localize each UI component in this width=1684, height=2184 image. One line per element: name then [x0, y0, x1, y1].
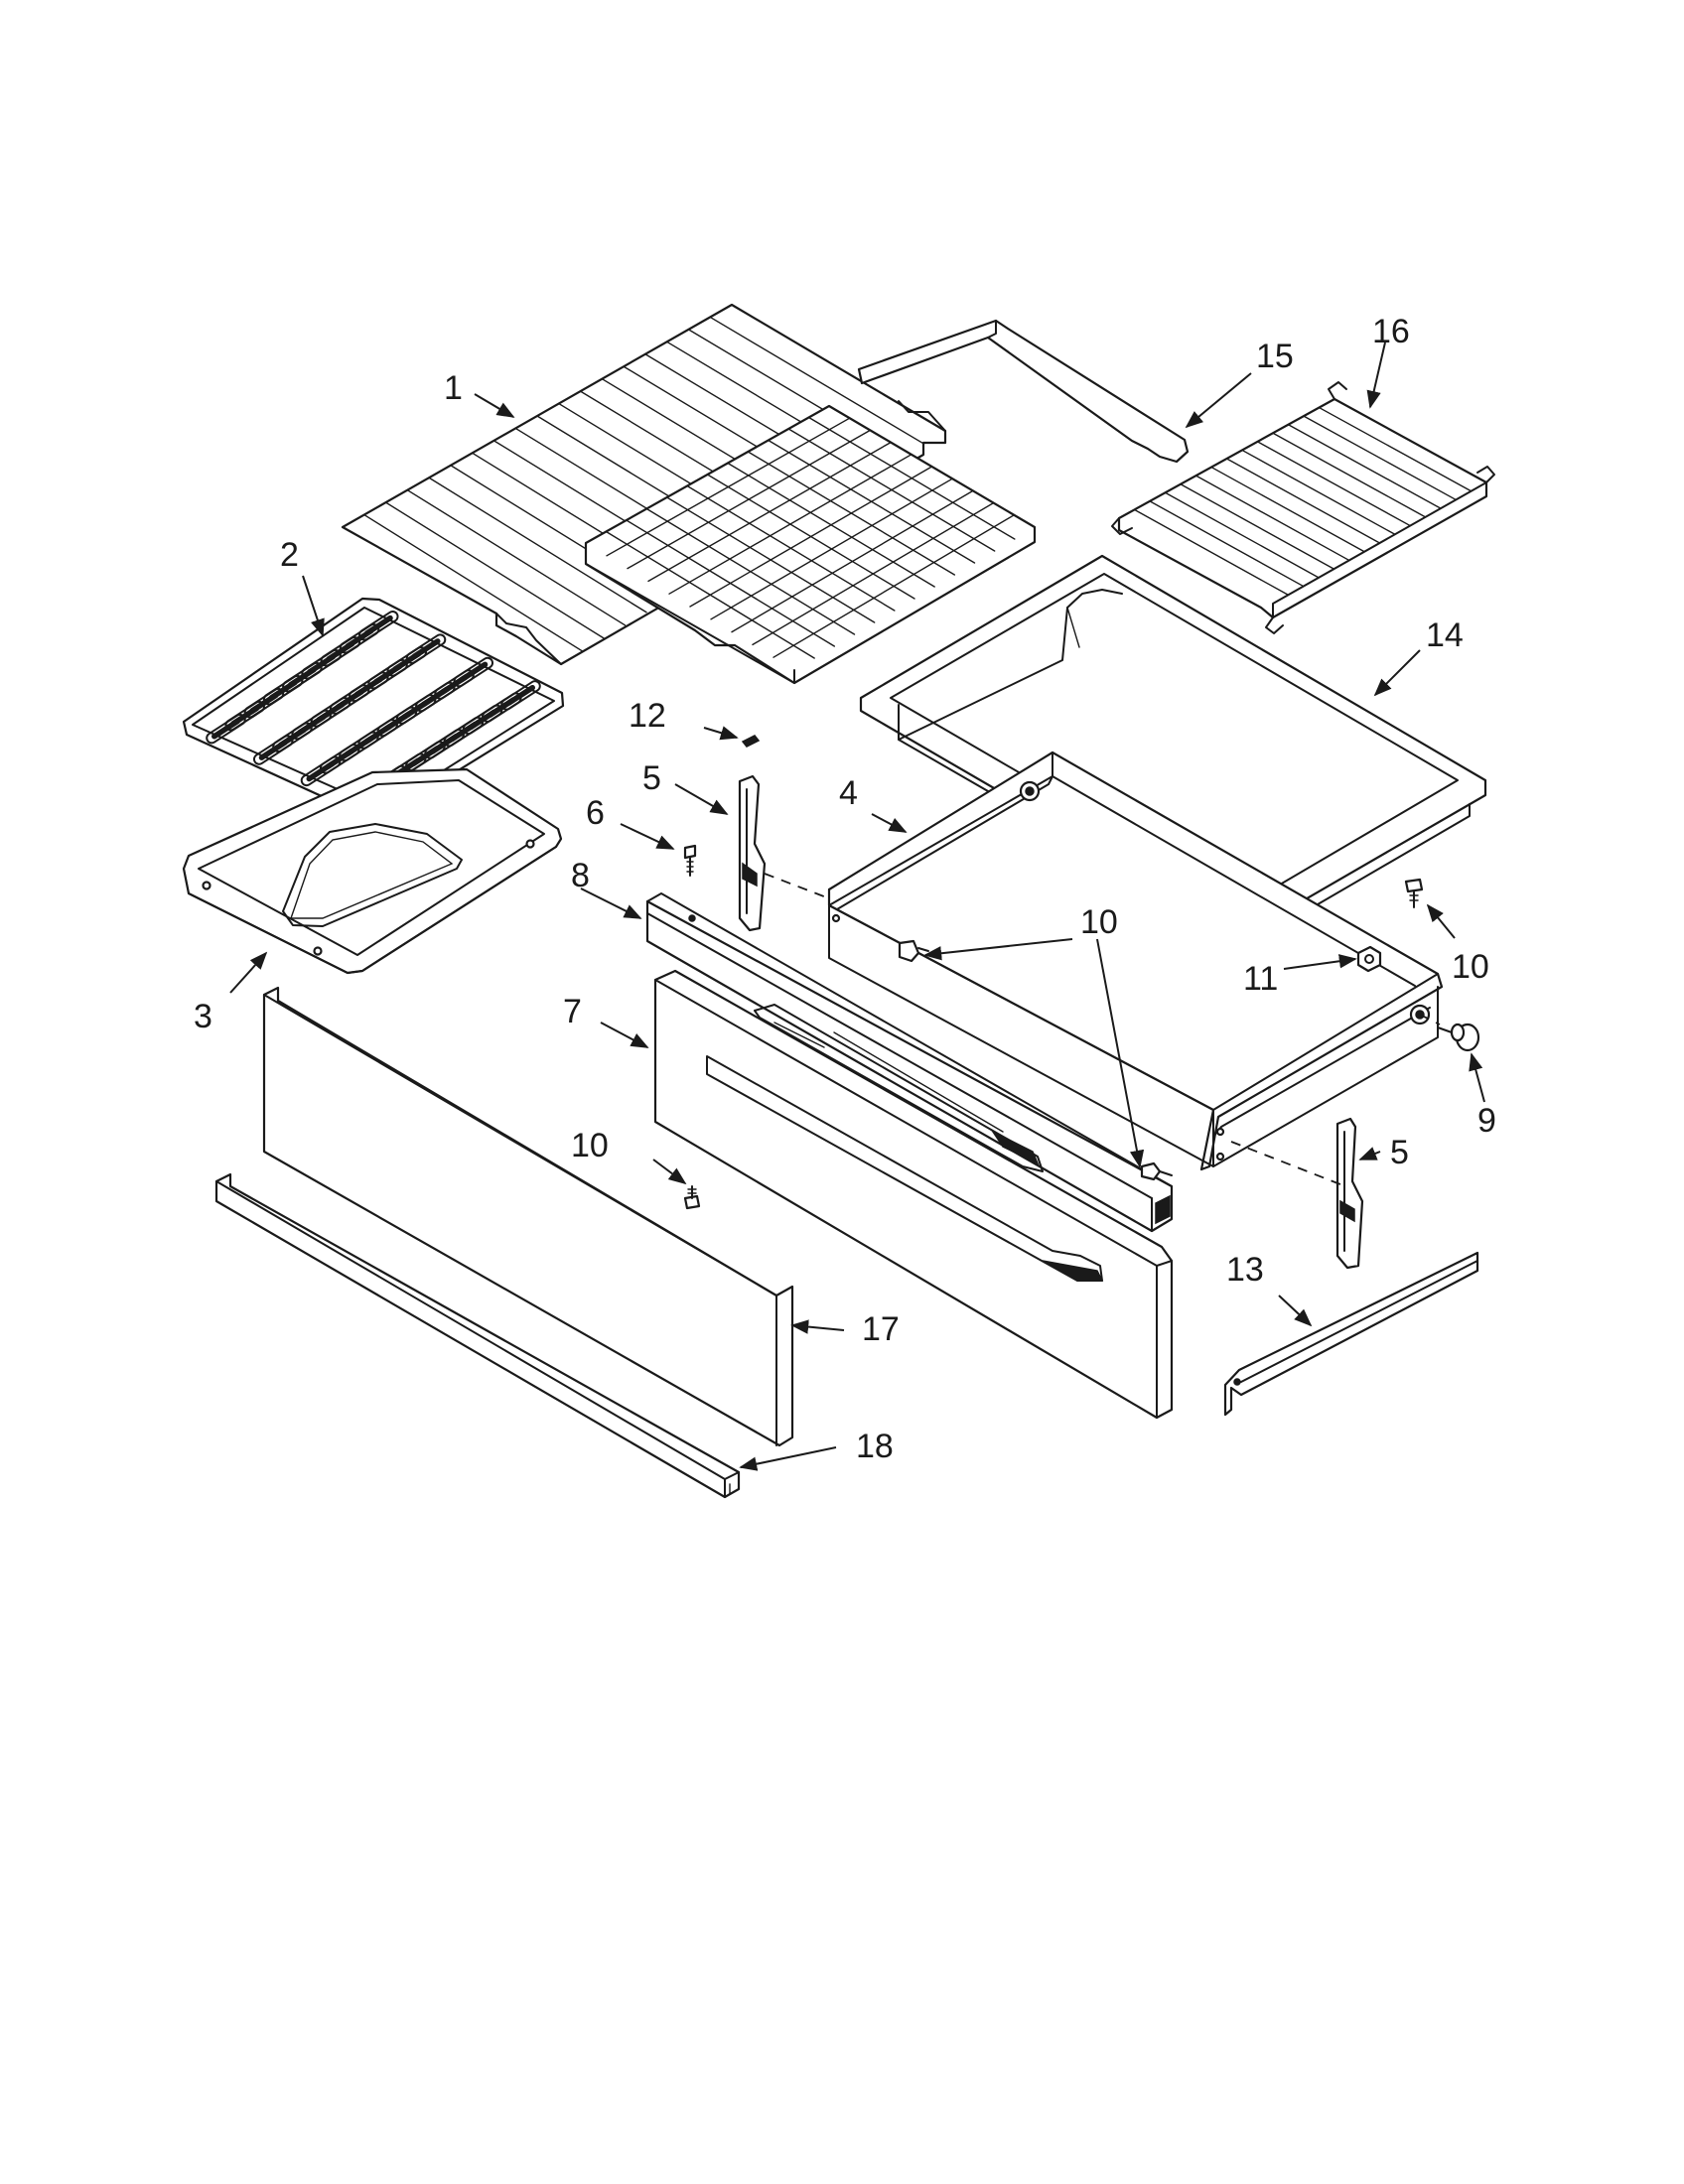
screw-10-bottom — [683, 1185, 701, 1210]
grid-slot — [405, 633, 447, 664]
oven-rack-lower — [584, 404, 1037, 685]
bottom-trim — [214, 1172, 741, 1499]
wire-bar — [1180, 483, 1335, 570]
callout-5-right: 5 — [1390, 1134, 1409, 1171]
broiler-grid — [182, 597, 565, 820]
grid-slot-shadow — [411, 638, 441, 659]
broiler-pan — [182, 767, 563, 975]
grid-slot — [453, 656, 494, 688]
callout-4: 4 — [839, 774, 858, 812]
wire-bar — [1225, 458, 1381, 544]
grid-slot — [358, 610, 399, 641]
rack-slide-rail — [857, 319, 1190, 464]
callout-9: 9 — [1477, 1102, 1496, 1140]
callout-5-left: 5 — [642, 759, 661, 797]
wire-bar — [710, 478, 953, 620]
callout-1: 1 — [444, 369, 463, 407]
wire-bar — [606, 417, 851, 557]
wire-bar — [384, 501, 605, 639]
screw-10-right — [1404, 878, 1424, 908]
callout-7: 7 — [563, 993, 582, 1030]
wire-bar — [1241, 449, 1396, 535]
wire-bar — [1149, 500, 1305, 588]
wire-bar — [1210, 466, 1365, 553]
wire-bar — [1287, 424, 1442, 509]
wire-bar — [647, 441, 892, 583]
callout-8: 8 — [571, 857, 590, 894]
callout-15: 15 — [1256, 338, 1294, 375]
wire-bar — [668, 454, 912, 595]
callout-10-center: 10 — [1080, 903, 1118, 941]
drawer-front-panel — [653, 969, 1174, 1420]
callout-17: 17 — [862, 1310, 900, 1348]
grid-slot-shadow — [363, 614, 393, 636]
wire-bar — [709, 316, 925, 445]
drawer-body — [827, 751, 1444, 1171]
callout-2: 2 — [280, 536, 299, 574]
wire-bar — [772, 514, 1015, 658]
wire-bar — [1318, 406, 1473, 492]
callout-18: 18 — [856, 1428, 894, 1465]
wire-bar — [1164, 491, 1320, 579]
leader-lines — [229, 341, 1485, 1471]
wire-bar — [1133, 508, 1290, 596]
wire-bar — [627, 429, 872, 570]
screw-10-front — [1140, 1161, 1173, 1181]
callout-6: 6 — [586, 794, 605, 832]
grid-slot — [500, 680, 541, 711]
callout-11: 11 — [1243, 960, 1278, 998]
screw-6 — [683, 844, 697, 877]
wire-bar — [1272, 432, 1427, 518]
wire-bar — [731, 489, 974, 633]
broiler-shelf — [1111, 381, 1495, 634]
drawer-front-frame — [645, 892, 1174, 1233]
callout-14: 14 — [1426, 616, 1464, 654]
wire-bar — [752, 501, 995, 646]
wire-bar — [406, 488, 627, 626]
wire-bar — [428, 477, 647, 614]
wire-bar — [363, 513, 584, 652]
drawer-side-rail — [1223, 1251, 1479, 1417]
grid-slot-shadow — [506, 684, 536, 706]
wire-bar — [1194, 475, 1350, 562]
drawer-slide-left — [738, 774, 767, 932]
callout-3: 3 — [194, 998, 212, 1035]
wire-bar — [1256, 441, 1411, 527]
kick-panel — [262, 986, 794, 1447]
callout-labels: 1 2 3 4 5 5 6 7 8 9 10 10 10 11 12 13 14… — [194, 313, 1496, 1465]
wire-bar — [689, 466, 933, 608]
roller-9 — [1437, 1023, 1480, 1052]
nut-11 — [1356, 945, 1382, 973]
clip-12 — [741, 735, 761, 748]
callout-12: 12 — [629, 697, 666, 735]
callout-10-right: 10 — [1452, 948, 1489, 986]
callout-10-bottom: 10 — [571, 1127, 609, 1164]
callout-13: 13 — [1226, 1251, 1264, 1289]
wire-bar — [1303, 415, 1457, 501]
grid-slot-shadow — [459, 661, 489, 683]
drawer-slide-right — [1335, 1117, 1364, 1270]
callout-16: 16 — [1372, 313, 1410, 350]
